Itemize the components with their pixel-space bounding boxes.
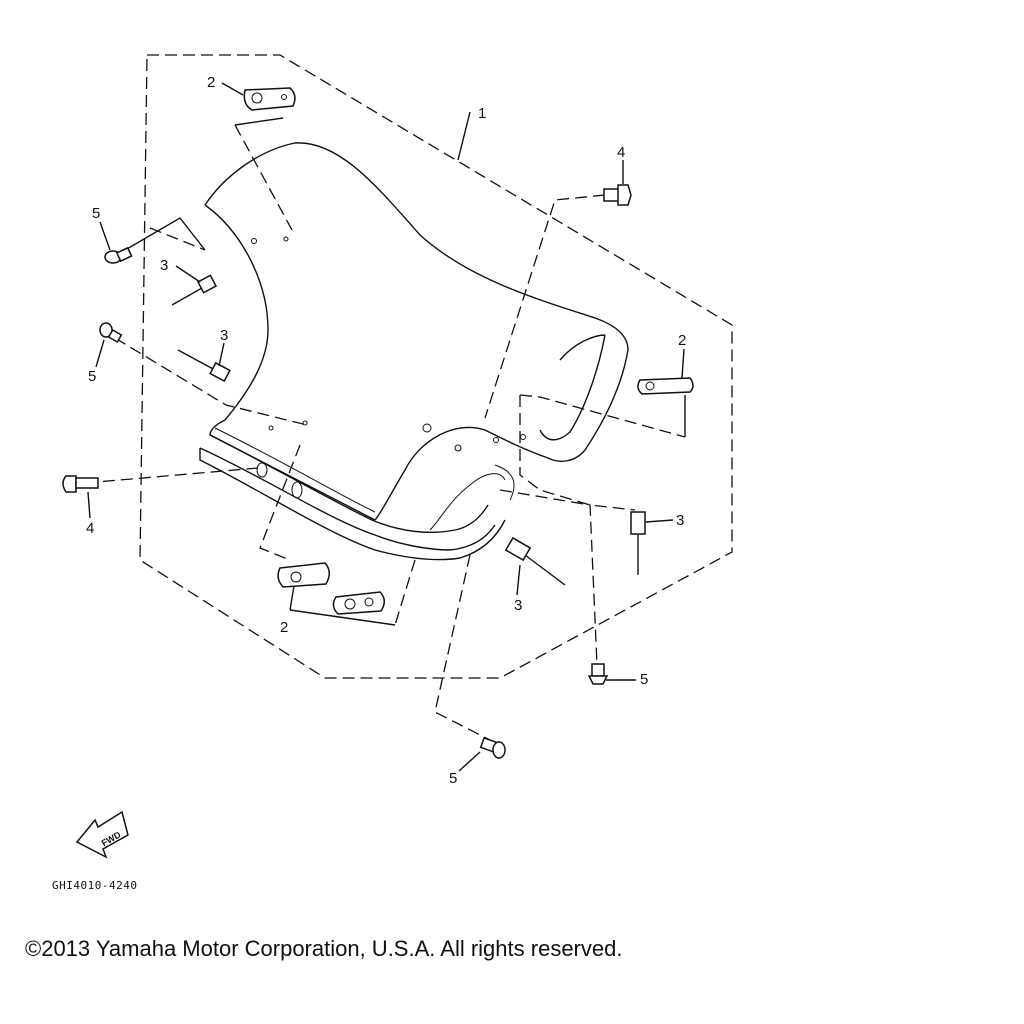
rivet-right [630, 511, 646, 575]
callout-3-bottom: 3 [514, 597, 522, 614]
copyright-notice: ©2013 Yamaha Motor Corporation, U.S.A. A… [25, 936, 623, 961]
leader-lines [84, 111, 686, 741]
bracket-top [243, 87, 296, 111]
callout-3-left-upper: 3 [160, 257, 168, 274]
bolt-left [62, 475, 99, 493]
cover-part [199, 142, 629, 561]
callout-4-top: 4 [617, 144, 625, 161]
rivet-left-upper [171, 274, 218, 306]
screw-left-upper [104, 246, 133, 264]
callout-2-top: 2 [207, 74, 215, 91]
callout-5-right: 5 [640, 671, 648, 688]
callout-4-left: 4 [86, 520, 94, 537]
callout-2-bottom: 2 [280, 619, 288, 636]
rivet-left-lower [177, 349, 231, 383]
callout-5-left-upper: 5 [92, 205, 100, 222]
callout-ticks [87, 82, 685, 772]
callout-2-right: 2 [678, 332, 686, 349]
callout-3-left-lower: 3 [220, 327, 228, 344]
drawing-code: GHI4010-4240 [52, 879, 137, 892]
callout-1: 1 [478, 105, 486, 122]
screw-bottom [479, 736, 506, 759]
bracket-right [637, 377, 694, 395]
assembly-boundary [139, 54, 733, 679]
rivet-bottom [504, 536, 566, 586]
fwd-arrow-icon: FWD [75, 810, 129, 859]
callout-3-right: 3 [676, 512, 684, 529]
bracket-bottom-left [277, 562, 330, 588]
screw-right [587, 663, 609, 685]
screw-left-lower [99, 322, 123, 343]
bracket-bottom-right [332, 591, 385, 615]
callout-5-left-lower: 5 [88, 368, 96, 385]
bolt-top [603, 184, 632, 206]
callout-5-bottom: 5 [449, 770, 457, 787]
